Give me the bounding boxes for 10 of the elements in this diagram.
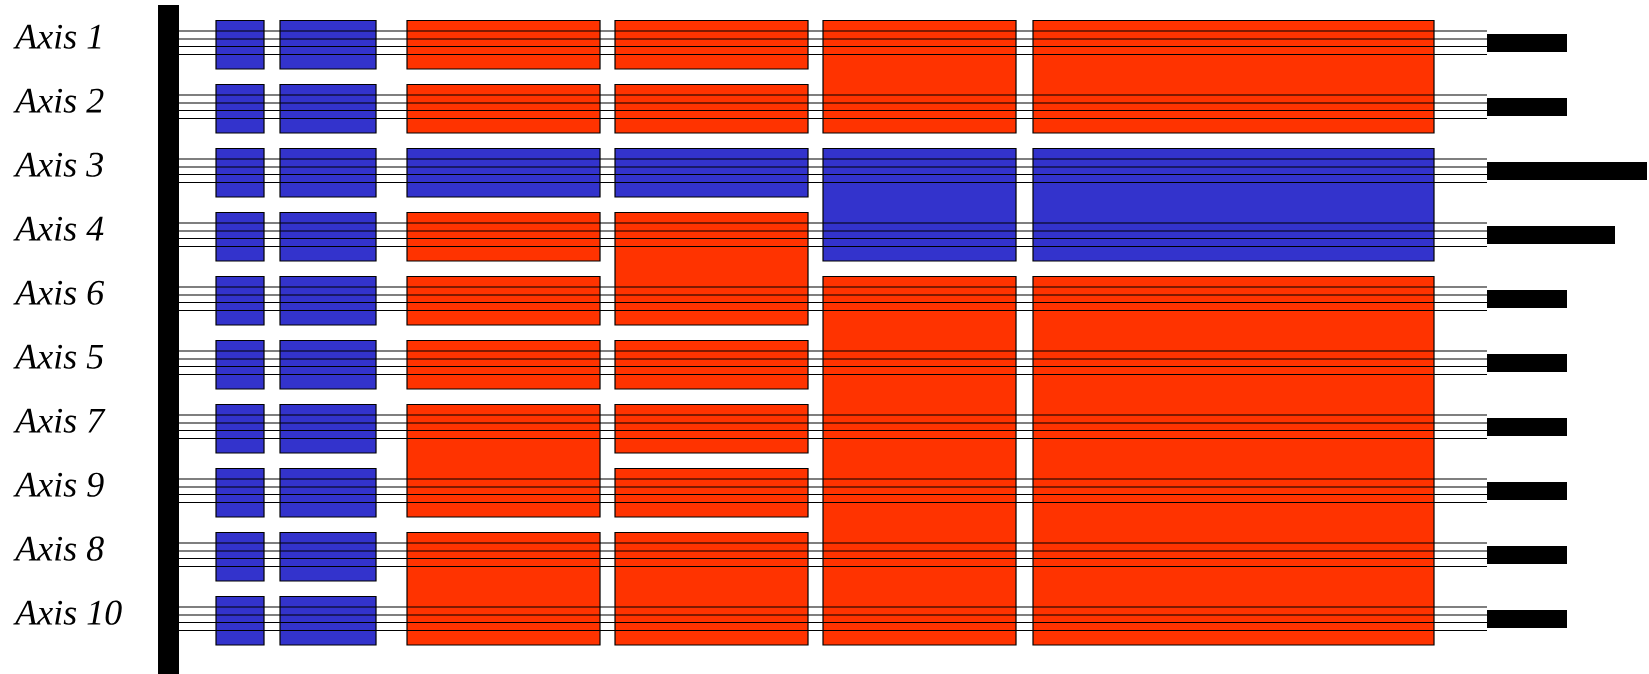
- axis-label: Axis 1: [13, 24, 101, 49]
- axis-label: Axis 6: [13, 280, 104, 305]
- axis-label: Axis 4: [13, 216, 104, 241]
- axis-label: Axis 8: [13, 536, 104, 561]
- axis-label: Axis 3: [13, 152, 103, 177]
- axis-label: Axis 10: [13, 600, 122, 625]
- axis-label: Axis 2: [13, 88, 104, 113]
- axis-label: Axis 9: [13, 472, 104, 497]
- axis-label: Axis 7: [13, 408, 106, 433]
- axis-label: Axis 5: [13, 344, 104, 369]
